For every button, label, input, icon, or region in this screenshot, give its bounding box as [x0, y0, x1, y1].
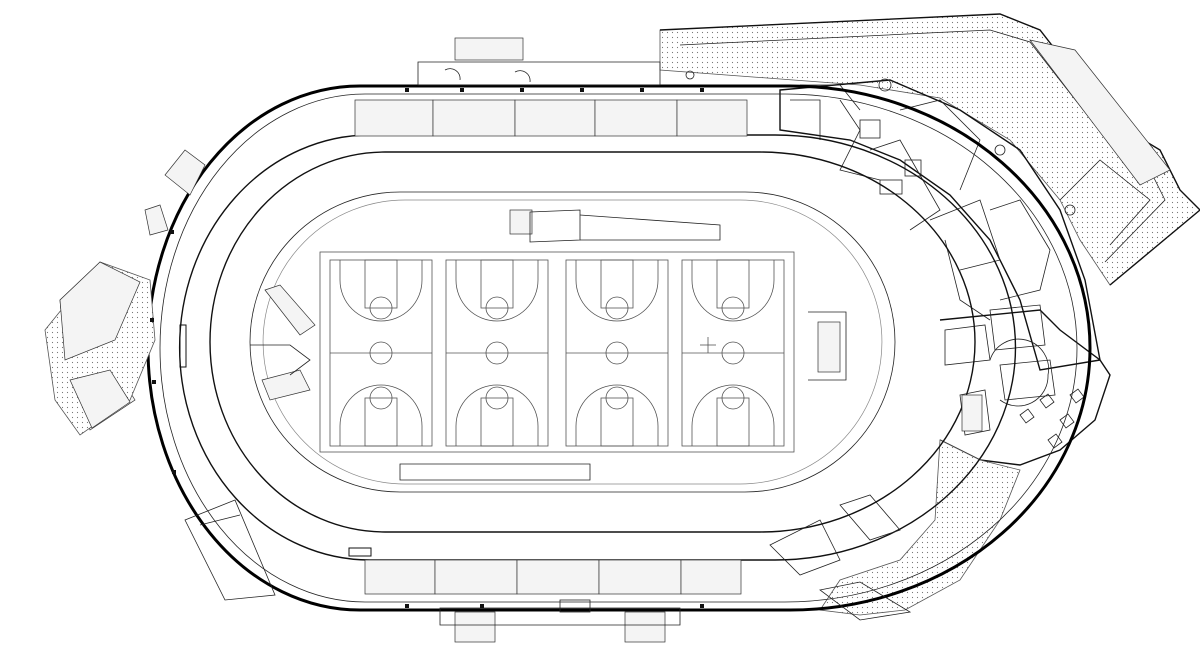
basketball-court-3: [565, 259, 669, 447]
basketball-court-2: [445, 259, 549, 447]
north-top-stairs: [417, 37, 695, 86]
northeast-rooms: [779, 78, 1101, 371]
infield: [319, 251, 795, 453]
east-lobby: [819, 304, 1111, 616]
east-annex: [659, 13, 1200, 286]
south-bottom-stairs: [439, 581, 912, 643]
south-seating: [364, 559, 742, 595]
concourse-ring: [178, 134, 1017, 561]
outer-wall: [146, 84, 1092, 612]
west-stairs: [44, 149, 276, 601]
outer-wall-markers: [150, 88, 704, 608]
west-infield-bleachers: [250, 284, 316, 401]
annex-stair: [1029, 39, 1171, 186]
running-track: [209, 151, 976, 533]
basketball-court-4: [681, 259, 785, 447]
north-inner-stair: [509, 209, 721, 243]
basketball-court-1: [329, 259, 433, 447]
north-seating: [354, 99, 748, 137]
lobby-seating: [1019, 388, 1085, 449]
east-infield-bleachers: [808, 311, 847, 381]
southeast-stands: [769, 394, 983, 576]
